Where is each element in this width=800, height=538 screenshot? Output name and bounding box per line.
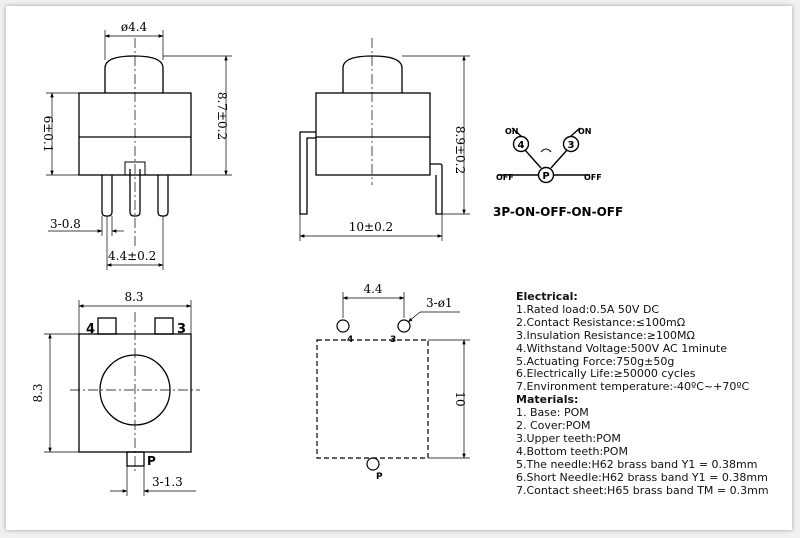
materials-heading: Materials: [516, 393, 579, 407]
schematic-mode-label: 3P-ON-OFF-ON-OFF [493, 205, 623, 219]
schematic-on-right: ON [578, 127, 592, 136]
dim-top-view-bottom: 3-1.3 [152, 475, 183, 489]
footprint-pin-4: 4 [347, 335, 353, 345]
front-view-labels: ø4.4 6±0.1 8.7±0.2 3-0.8 4.4±0.2 [41, 20, 229, 263]
spec-item: 3.Insulation Resistance:≥100MΩ [516, 328, 695, 342]
material-item: 1. Base: POM [516, 406, 589, 420]
top-view-dimensions [44, 300, 196, 496]
material-item: 5.The needle:H62 brass band Y1 = 0.38mm [516, 457, 758, 471]
schematic-off-left: OFF [496, 173, 514, 182]
side-view-labels: 8.9±0.2 10±0.2 [349, 126, 467, 234]
dim-total-height: 8.7±0.2 [215, 92, 229, 140]
specifications-panel: Electrical: 1.Rated load:0.5A 50V DC 2.C… [516, 290, 792, 498]
footprint-labels: 4.4 3-ø1 10 4 3 P [347, 282, 467, 482]
dim-pin-count: 3-0.8 [50, 217, 81, 231]
dim-side-height: 8.9±0.2 [453, 126, 467, 174]
material-item: 3.Upper teeth:POM [516, 431, 621, 445]
dim-footprint-spacing: 4.4 [363, 282, 382, 296]
material-item: 2. Cover:POM [516, 419, 591, 433]
schematic-pin-p: P [542, 171, 549, 182]
footprint-pin-p: P [376, 472, 383, 482]
dim-pin-pitch: 4.4±0.2 [108, 249, 156, 263]
spec-item: 1.Rated load:0.5A 50V DC [516, 302, 660, 316]
dim-footprint-height: 10 [453, 391, 467, 406]
materials-list: 1. Base: POM 2. Cover:POM 3.Upper teeth:… [516, 406, 792, 497]
material-item: 6.Short Needle:H62 brass band Y1 = 0.38m… [516, 470, 768, 484]
spec-item: 7.Environment temperature:-40ºC~+70ºC [516, 380, 750, 394]
material-item: 4.Bottom teeth:POM [516, 444, 628, 458]
dim-side-width: 10±0.2 [349, 220, 393, 234]
schematic-on-left: ON [505, 127, 519, 136]
material-item: 7.Contact sheet:H65 brass band TM = 0.3m… [516, 483, 769, 497]
dim-body-height: 6±0.1 [41, 116, 55, 153]
schematic-pin-3: 3 [568, 140, 575, 151]
electrical-heading: Electrical: [516, 290, 578, 303]
switch-schematic: P 4 3 ON ON OFF OFF 3P-ON-OFF-ON-OFF [493, 127, 623, 219]
footprint-view [316, 319, 429, 471]
footprint-pin-3: 3 [390, 335, 396, 345]
dim-top-view-height: 8.3 [31, 383, 45, 402]
footprint-dimensions [342, 292, 470, 459]
top-view-centerlines [70, 312, 200, 472]
spec-item: 5.Actuating Force:750g±50g [516, 354, 675, 368]
top-view-pin-4: 4 [86, 322, 95, 337]
dim-top-width: ø4.4 [121, 20, 148, 34]
front-view-dimensions [46, 30, 232, 270]
schematic-pin-4: 4 [518, 140, 525, 151]
dim-top-view-width: 8.3 [124, 290, 143, 304]
top-view-pin-p: P [147, 454, 156, 468]
top-view-labels: 8.3 8.3 4 3 P 3-1.3 [31, 290, 186, 489]
side-view-dimensions [299, 55, 470, 241]
schematic-off-right: OFF [584, 173, 602, 182]
spec-item: 4.Withstand Voltage:500V AC 1minute [516, 341, 727, 355]
electrical-list: 1.Rated load:0.5A 50V DC 2.Contact Resis… [516, 302, 792, 394]
top-view-pin-3: 3 [177, 322, 186, 337]
spec-item: 6.Electrically Life:≥50000 cycles [516, 367, 696, 381]
spec-item: 2.Contact Resistance:≤100mΩ [516, 315, 686, 329]
dim-footprint-holes: 3-ø1 [426, 296, 453, 310]
side-view [299, 55, 443, 215]
